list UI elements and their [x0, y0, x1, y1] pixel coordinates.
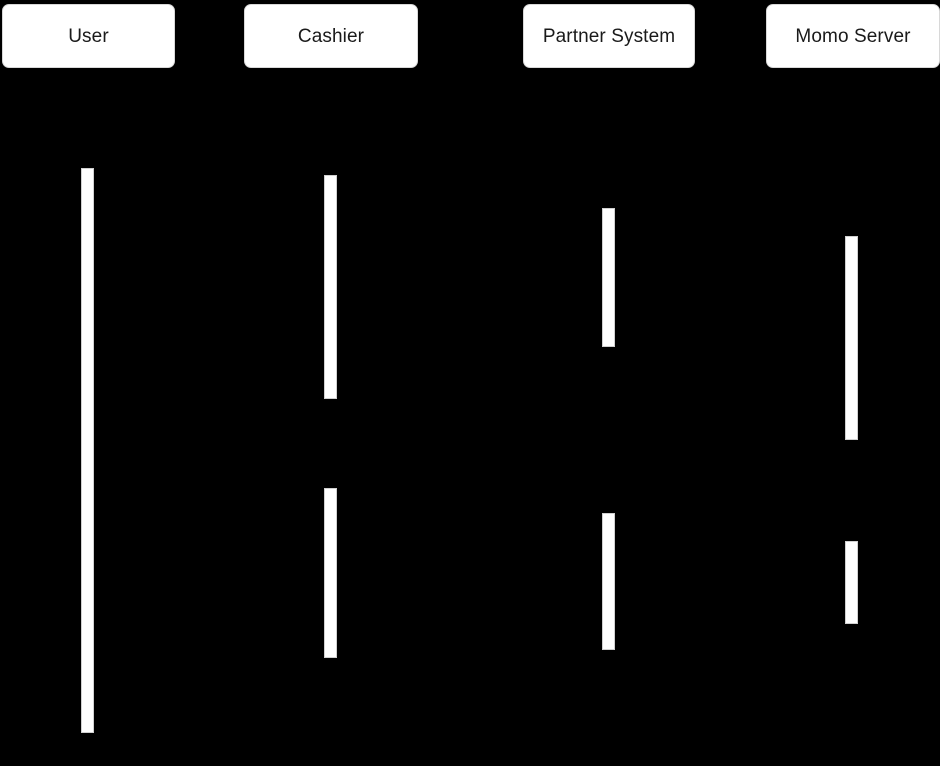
activation-bar-cashier [324, 175, 337, 399]
message-arrow-m9 [608, 621, 852, 629]
message-arrowhead-m1 [323, 165, 332, 173]
activation-bar-user [81, 168, 94, 733]
message-arrow-m6 [88, 485, 332, 493]
message-arrow-m11 [87, 655, 331, 663]
participant-box-cashier[interactable]: Cashier [244, 4, 418, 68]
message-arrow-m2 [331, 205, 610, 213]
message-arrow-m1 [88, 165, 332, 173]
message-arrow-m8 [609, 538, 853, 546]
participant-label-partner_system: Partner System [542, 25, 676, 47]
message-arrow-m7 [331, 510, 610, 518]
participant-box-momo_server[interactable]: Momo Server [766, 4, 940, 68]
lifeline-cashier [331, 68, 332, 766]
message-arrowhead-m12 [81, 730, 90, 738]
activation-bar-momo_server [845, 541, 858, 624]
message-arrow-m10 [330, 647, 609, 655]
participant-label-cashier: Cashier [297, 25, 365, 47]
activation-bar-momo_server [845, 236, 858, 440]
activation-bar-cashier [324, 488, 337, 658]
participant-label-user: User [68, 25, 109, 47]
participant-box-user[interactable]: User [2, 4, 175, 68]
participant-box-partner_system[interactable]: Partner System [523, 4, 695, 68]
message-arrowhead-m4 [608, 344, 617, 352]
activation-bar-partner_system [602, 208, 615, 347]
message-arrow-m5 [87, 437, 852, 445]
activation-bar-partner_system [602, 513, 615, 650]
lifeline-partner_system [609, 68, 610, 766]
message-arrow-m4 [608, 344, 852, 352]
message-arrow-m3 [609, 233, 853, 241]
message-arrow-m12 [81, 730, 90, 738]
participant-label-momo_server: Momo Server [795, 25, 911, 47]
